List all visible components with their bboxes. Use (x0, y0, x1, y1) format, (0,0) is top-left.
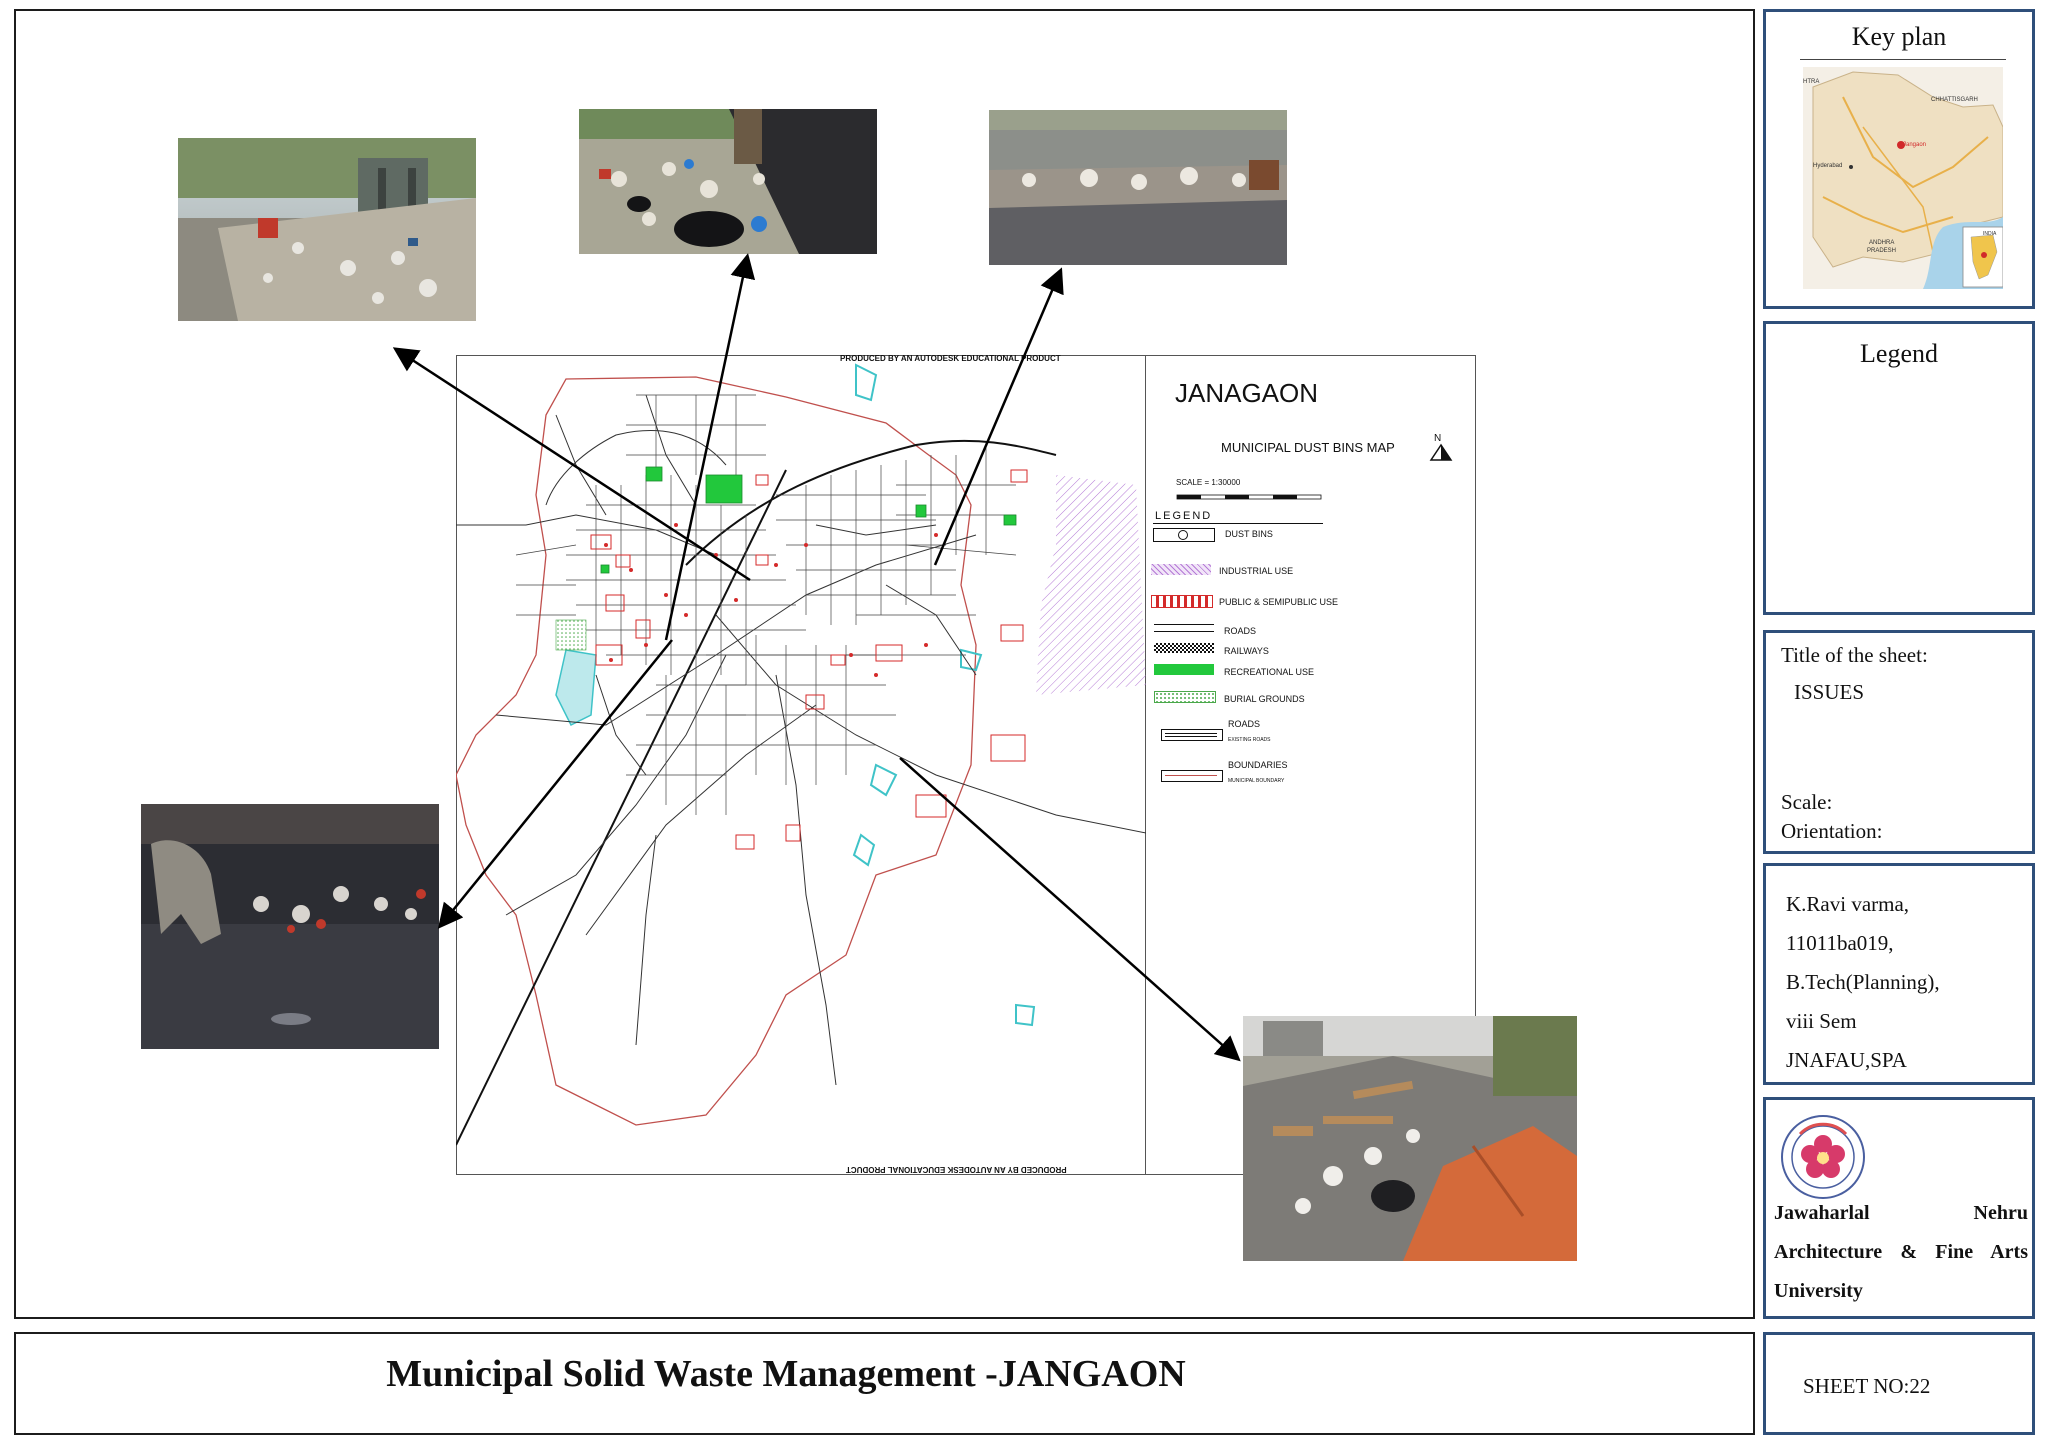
author-line-5: JNAFAU,SPA (1786, 1048, 1907, 1072)
town-map (456, 363, 1146, 1146)
legend-symbol-dust-bins (1153, 528, 1215, 542)
university-name-left: Jawaharlal (1774, 1202, 1870, 1224)
author-line-4: viii Sem (1786, 1009, 1857, 1033)
university-name-right: Nehru (1973, 1202, 2028, 1224)
map-top-note: PRODUCED BY AN AUTODESK EDUCATIONAL PROD… (840, 354, 1061, 363)
arrow-to-photo-top-left (392, 347, 751, 582)
key-plan-label-4: ANDHRA (1869, 240, 1894, 246)
map-place-title: JANAGAON (1175, 378, 1319, 408)
legend-label-railways: RAILWAYS (1224, 646, 1269, 656)
legend-label-industrial: INDUSTRIAL USE (1219, 566, 1294, 576)
key-plan-label-6: INDIA (1983, 231, 1997, 237)
photo-top-right (989, 110, 1287, 265)
key-plan-title: Key plan (1851, 22, 1947, 51)
key-plan-map: HTRA CHHATTISGARH Jangaon Hyderabad ANDH… (1803, 67, 2004, 289)
dust-bin-markers (604, 523, 938, 677)
scale-bar (1176, 494, 1322, 500)
street-grid (515, 394, 1017, 815)
main-title: Municipal Solid Waste Management -JANGAO… (386, 1353, 1186, 1395)
key-plan-label-1: CHHATTISGARH (1931, 97, 1978, 103)
sheet-title-panel: Title of the sheet: ISSUES Scale: Orient… (1763, 630, 2035, 854)
university-panel: Jawaharlal Nehru Architecture & Fine Art… (1763, 1097, 2035, 1319)
legend-label-dust-bins: DUST BINS (1225, 529, 1273, 539)
railway-line (685, 439, 1057, 566)
public-semipublic-areas (590, 469, 1028, 850)
key-plan-rule (1800, 59, 2006, 60)
legend-symbol-burial (1154, 691, 1216, 703)
legend-heading: LEGEND (1155, 510, 1213, 522)
legend-panel: Legend (1763, 321, 2035, 615)
legend-label-burial: BURIAL GROUNDS (1224, 694, 1305, 704)
author-panel: K.Ravi varma, 11011ba019, B.Tech(Plannin… (1763, 863, 2035, 1085)
legend-label-boundaries: BOUNDARIES (1228, 760, 1288, 770)
legend-label-public: PUBLIC & SEMIPUBLIC USE (1219, 597, 1339, 607)
north-label: N (1434, 433, 1442, 444)
legend-symbol-roads (1154, 624, 1214, 632)
legend-sub-boundary: MUNICIPAL BOUNDARY (1228, 778, 1285, 784)
water-body (960, 648, 983, 672)
legend-heading-rule (1153, 523, 1323, 524)
water-body (1015, 1003, 1036, 1027)
title-bar: Municipal Solid Waste Management -JANGAO… (14, 1332, 1755, 1435)
legend-sub-existing-roads: EXISTING ROADS (1228, 737, 1271, 743)
university-logo (1780, 1114, 1866, 1200)
legend-symbol-boundary (1161, 770, 1223, 782)
map-subtitle: MUNICIPAL DUST BINS MAP (1221, 440, 1395, 455)
legend-label-roads: ROADS (1224, 626, 1257, 636)
key-plan-label-5: PRADESH (1867, 248, 1896, 254)
map-scale: SCALE = 1:30000 (1176, 478, 1241, 487)
legend-label-recreational: RECREATIONAL USE (1224, 667, 1315, 677)
water-body (869, 763, 898, 797)
author-line-2: 11011ba019, (1786, 931, 1894, 955)
arrow-to-photo-left (437, 639, 673, 929)
arrow-to-photo-top-right (933, 267, 1064, 566)
legend-title: Legend (1860, 339, 1938, 368)
legend-symbol-railways (1154, 643, 1214, 653)
legend-symbol-recreational (1154, 664, 1214, 675)
photo-bottom-right (1243, 1016, 1577, 1261)
sheet-title-value: ISSUES (1794, 680, 1865, 704)
industrial-zone (1036, 475, 1146, 695)
photo-left (141, 804, 439, 1049)
key-plan-label-3: Hyderabad (1813, 163, 1842, 169)
sheet-no-panel: SHEET NO:22 (1763, 1332, 2035, 1435)
burial-ground (555, 619, 587, 651)
legend-symbol-public (1151, 595, 1213, 608)
author-line-1: K.Ravi varma, (1786, 892, 1910, 916)
water-body (555, 649, 597, 727)
road-network (456, 394, 1146, 1086)
railway-line (456, 469, 787, 1146)
sheet-title-label: Title of the sheet: (1781, 643, 1928, 667)
sheet-no: SHEET NO:22 (1803, 1374, 1931, 1398)
university-line-2: Architecture & Fine Arts (1774, 1241, 2028, 1263)
key-plan-label-2: Jangaon (1903, 142, 1926, 148)
university-line-1: Jawaharlal Nehru (1774, 1202, 2028, 1225)
legend-symbol-industrial (1151, 564, 1211, 575)
scale-label: Scale: (1781, 790, 1833, 814)
orientation-label: Orientation: (1781, 819, 1883, 843)
water-body (855, 363, 878, 402)
water-body (852, 833, 876, 867)
photo-top-left (178, 138, 476, 321)
key-plan-label-0: HTRA (1803, 79, 1819, 85)
legend-symbol-existing-roads (1161, 729, 1223, 741)
map-legend-divider (1145, 355, 1146, 1175)
legend-label-roads-2: ROADS (1228, 719, 1261, 729)
author-line-3: B.Tech(Planning), (1786, 970, 1940, 994)
key-plan-panel: Key plan HTRA CHHATTISGARH Jangaon Hyder… (1763, 9, 2035, 309)
arrow-to-photo-bottom-right (899, 757, 1241, 1062)
recreational-areas (600, 466, 1017, 574)
north-arrow: N (1428, 433, 1454, 463)
arrow-to-photo-top-center (664, 253, 756, 641)
university-line-3: University (1774, 1280, 1863, 1302)
photo-top-center (579, 109, 877, 254)
